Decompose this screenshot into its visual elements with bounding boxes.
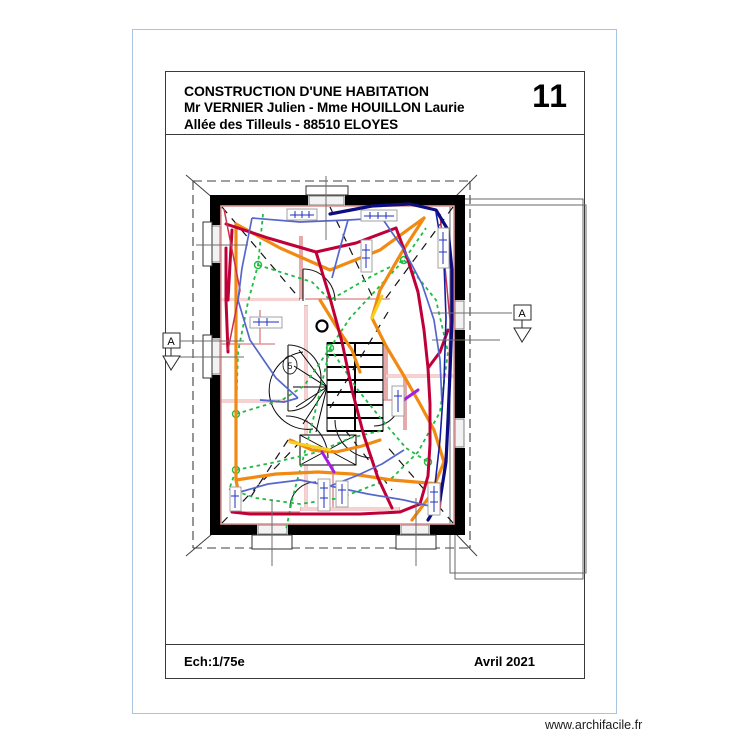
footer-block: Ech:1/75e Avril 2021 — [166, 644, 584, 678]
scale-label: Ech:1/75e — [184, 654, 245, 669]
title-block: CONSTRUCTION D'UNE HABITATION Mr VERNIER… — [166, 72, 584, 135]
sheet-number: 11 — [532, 78, 568, 114]
project-address: Allée des Tilleuls - 88510 ELOYES — [184, 117, 399, 132]
client-names: Mr VERNIER Julien - Mme HOUILLON Laurie — [184, 100, 465, 115]
document-sheet — [165, 71, 585, 679]
date-label: Avril 2021 — [474, 654, 535, 669]
site-watermark: www.archifacile.fr — [545, 718, 643, 732]
project-title: CONSTRUCTION D'UNE HABITATION — [184, 83, 429, 99]
